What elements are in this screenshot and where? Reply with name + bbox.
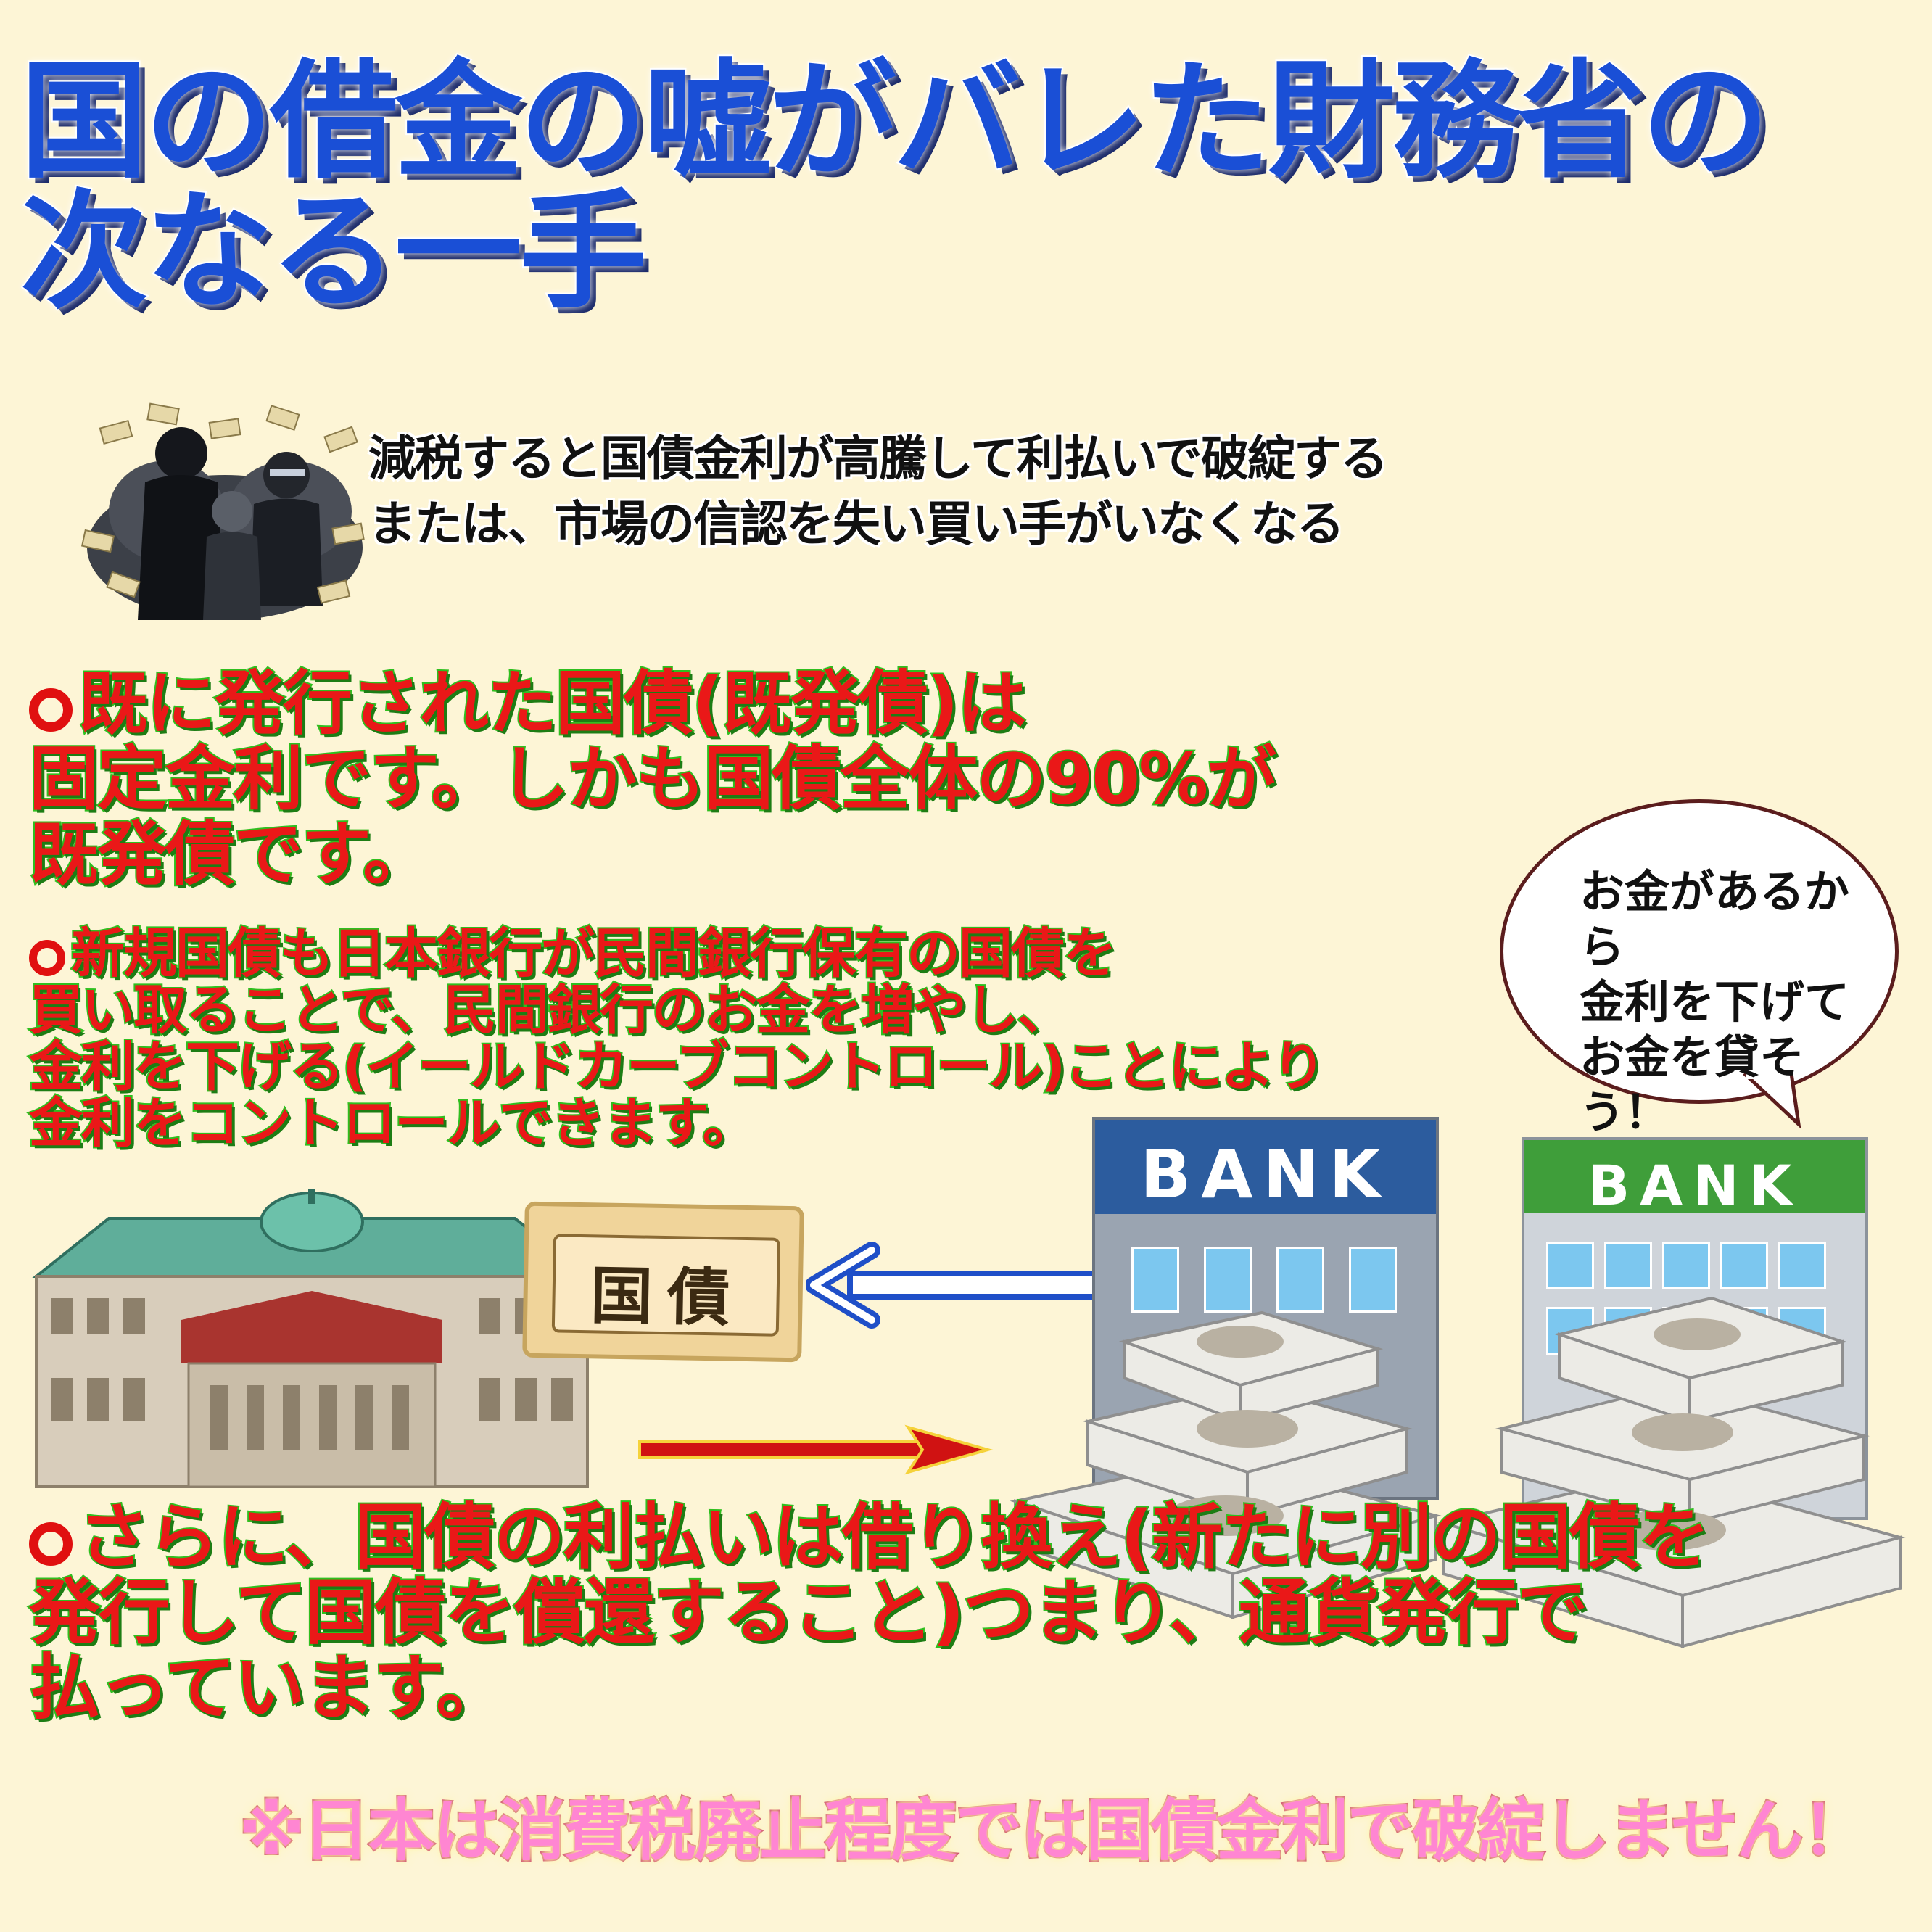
title-line-2: 次なる一手 bbox=[19, 178, 648, 326]
point-2-text: 新規国債も日本銀行が民間銀行保有の国債を 買い取ることで、民間銀行のお金を増やし… bbox=[28, 922, 1327, 1155]
title-line-1: 国の借金の嘘がバレた財務省の bbox=[19, 47, 1771, 196]
bank-1-label: BANK bbox=[1140, 1136, 1391, 1213]
bank-2-sign bbox=[1524, 1140, 1865, 1213]
note-line-2: または、市場の信認を失い買い手がいなくなる bbox=[368, 496, 1345, 552]
page-title: 国の借金の嘘がバレた財務省の 次なる一手 bbox=[19, 47, 1920, 326]
note-text: 減税すると国債金利が高騰して利払いで破綻する または、市場の信認を失い買い手がい… bbox=[368, 426, 1388, 557]
point-2: 新規国債も日本銀行が民間銀行保有の国債を 買い取ることで、民間銀行のお金を増やし… bbox=[28, 922, 1523, 1155]
bank-of-japan-building bbox=[32, 1189, 592, 1488]
bubble-text: お金があるから 金利を下げて お金を貸そう！ bbox=[1580, 865, 1850, 1139]
point-1-text: 既に発行された国債(既発債)は 固定金利です。しかも国債全体の90%が 既発債で… bbox=[28, 663, 1278, 895]
bond-label: 国債 bbox=[590, 1260, 745, 1335]
red-circle-icon bbox=[29, 1522, 73, 1566]
money-stack-2 bbox=[1437, 1296, 1906, 1648]
speech-bubble-tail bbox=[1743, 1073, 1801, 1129]
footer-note: ※日本は消費税廃止程度では国債金利で破綻しません！ bbox=[238, 1791, 1870, 1871]
speech-bubble bbox=[1500, 799, 1899, 1104]
red-arrow-right-icon bbox=[638, 1424, 994, 1475]
government-bond-card: 国債 bbox=[522, 1201, 804, 1363]
bank-2-label: BANK bbox=[1588, 1153, 1802, 1218]
point-3-text: さらに、国債の利払いは借り換え(新たに別の国債を 発行して国債を償還すること)つ… bbox=[28, 1496, 1712, 1730]
bank-1-sign bbox=[1095, 1120, 1436, 1214]
note-line-1: 減税すると国債金利が高騰して利払いで破綻する bbox=[368, 431, 1388, 487]
red-circle-icon bbox=[29, 688, 73, 732]
red-circle-icon bbox=[29, 940, 65, 976]
officials-illustration bbox=[80, 402, 365, 620]
money-stack-1 bbox=[1010, 1310, 1442, 1619]
point-3: さらに、国債の利払いは借り換え(新たに別の国債を 発行して国債を償還すること)つ… bbox=[28, 1498, 1915, 1727]
point-1: 既に発行された国債(既発債)は 固定金利です。しかも国債全体の90%が 既発債で… bbox=[28, 663, 1334, 895]
